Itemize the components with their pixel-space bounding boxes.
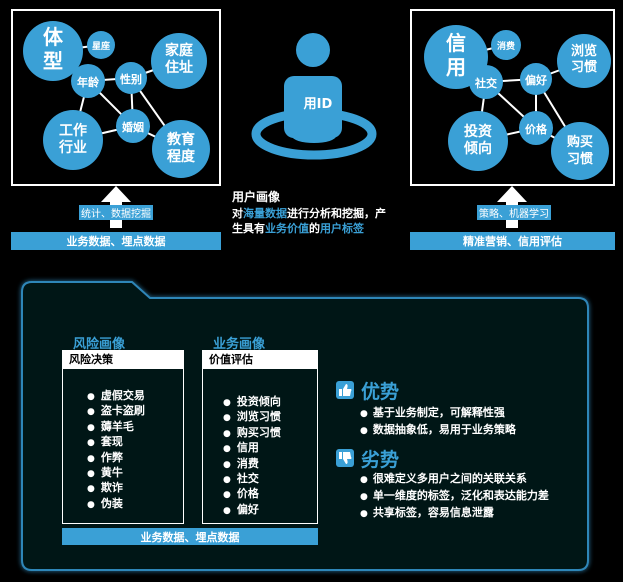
node-body-type-text: 体型 (31, 25, 75, 73)
node-preference-text: 偏好 (525, 74, 547, 87)
node-industry (43, 110, 103, 170)
bottom-source-bar: 业务数据、埋点数据 (62, 528, 318, 545)
advantages-list: 基于业务制定，可解释性强 数据抽象低，易用于业务策略 (360, 405, 516, 439)
node-browse-text: 浏览习惯 (570, 44, 597, 75)
body-node-labels: 体型 星座 年龄 性别 家庭住址 婚姻 工作行业 教育程度 (13, 11, 219, 184)
node-age (71, 64, 105, 98)
node-invest-text: 投资倾向 (464, 124, 492, 157)
list-item: 欺诈 (87, 481, 145, 496)
list-item: 价格 (223, 487, 281, 502)
body-tag-panel: 体型 星座 年龄 性别 家庭住址 婚姻 工作行业 教育程度 (11, 9, 221, 186)
node-marriage (116, 109, 150, 143)
user-figure-label: 用ID (303, 97, 333, 112)
desc-text: 对 (232, 207, 243, 220)
desc-text: 的 (309, 222, 320, 235)
credit-tag-panel: 信用 消费 浏览习惯 社交 偏好 价格 投资倾向 购买习惯 (410, 9, 615, 186)
list-item: 虚假交易 (87, 389, 145, 404)
node-home-text: 家庭住址 (165, 43, 193, 76)
node-credit-text: 信用 (446, 31, 466, 79)
list-item: 套现 (87, 435, 145, 450)
risk-list: 虚假交易 盗卡盗刷 薅羊毛 套现 作弊 黄牛 欺诈 伪装 (87, 389, 145, 512)
right-step-label: 策略、机器学习 (477, 205, 551, 220)
list-item: 作弊 (87, 451, 145, 466)
list-item: 黄牛 (87, 466, 145, 481)
desc-text: 生具有 (232, 222, 265, 235)
credit-node-labels: 信用 消费 浏览习惯 社交 偏好 价格 投资倾向 购买习惯 (412, 11, 613, 184)
advantages-title: 优势 (361, 381, 400, 403)
desc-highlight: 海量数据 (243, 207, 287, 220)
node-age-text: 年龄 (77, 76, 99, 89)
node-browse (557, 34, 611, 88)
disadvantages-title: 劣势 (361, 449, 400, 471)
node-industry-text: 工作行业 (59, 123, 87, 156)
body-type-glyphs: 体型 (43, 25, 63, 73)
list-item: 单一维度的标签，泛化和表达能力差 (360, 488, 549, 505)
left-source-bar: 业务数据、埋点数据 (11, 232, 221, 250)
credit-tag-graph (424, 25, 611, 180)
list-item: 很难定义多用户之间的关联关系 (360, 471, 549, 488)
node-price (519, 111, 553, 145)
desc-text: 进行分析和挖掘，产 (287, 207, 386, 220)
list-item: 消费 (223, 457, 281, 472)
list-item: 基于业务制定，可解释性强 (360, 405, 516, 422)
business-list-header: 价值评估 (203, 351, 317, 369)
node-home (151, 33, 207, 89)
list-item: 偏好 (223, 503, 281, 518)
user-figure (251, 33, 377, 160)
list-item: 购买习惯 (223, 426, 281, 441)
node-consumption-text: 消费 (496, 42, 515, 52)
risk-list-box: 风险决策 虚假交易 盗卡盗刷 薅羊毛 套现 作弊 黄牛 欺诈 伪装 (62, 350, 184, 524)
body-tag-graph (23, 21, 210, 178)
node-body-type (23, 21, 83, 81)
business-list-box: 价值评估 投资倾向 浏览习惯 购买习惯 信用 消费 社交 价格 偏好 (202, 350, 318, 524)
risk-title: 风险画像 (73, 337, 126, 352)
center-desc-line1: 对海量数据进行分析和挖掘，产 (232, 205, 386, 221)
list-item: 盗卡盗刷 (87, 404, 145, 419)
list-item: 投资倾向 (223, 395, 281, 410)
business-title: 业务画像 (213, 337, 266, 352)
center-title: 用户画像 (232, 190, 281, 204)
desc-highlight: 业务价值 (265, 222, 309, 235)
thumbs-up-icon (336, 381, 354, 399)
left-step-label: 统计、数据挖掘 (79, 205, 153, 220)
right-source-bar: 精准营销、信用评估 (410, 232, 615, 250)
business-list: 投资倾向 浏览习惯 购买习惯 信用 消费 社交 价格 偏好 (223, 395, 281, 518)
list-item: 社交 (223, 472, 281, 487)
node-zodiac (87, 31, 115, 59)
node-invest (448, 111, 508, 171)
node-purchase-text: 购买习惯 (566, 135, 593, 167)
node-preference (520, 63, 552, 95)
node-marriage-text: 婚姻 (122, 121, 144, 134)
disadvantages-list: 很难定义多用户之间的关联关系 单一维度的标签，泛化和表达能力差 共享标签，容易信… (360, 471, 549, 522)
node-gender (115, 62, 147, 94)
list-item: 浏览习惯 (223, 410, 281, 425)
node-purchase (551, 122, 609, 180)
desc-highlight: 用户标签 (320, 222, 364, 235)
node-social (469, 65, 503, 99)
node-education (152, 120, 210, 178)
node-price-text: 价格 (525, 123, 547, 136)
list-item: 伪装 (87, 497, 145, 512)
list-item: 共享标签，容易信息泄露 (360, 505, 549, 522)
thumbs-down-icon (336, 449, 354, 467)
list-item: 数据抽象低，易用于业务策略 (360, 422, 516, 439)
node-zodiac-text: 星座 (91, 42, 110, 52)
center-desc-line2: 生具有业务价值的用户标签 (232, 220, 364, 236)
node-gender-text: 性别 (120, 73, 142, 86)
list-item: 薅羊毛 (87, 420, 145, 435)
node-education-text: 教育程度 (167, 132, 195, 165)
node-consumption (491, 30, 521, 60)
node-social-text: 社交 (475, 77, 497, 90)
risk-list-header: 风险决策 (63, 351, 183, 369)
list-item: 信用 (223, 441, 281, 456)
